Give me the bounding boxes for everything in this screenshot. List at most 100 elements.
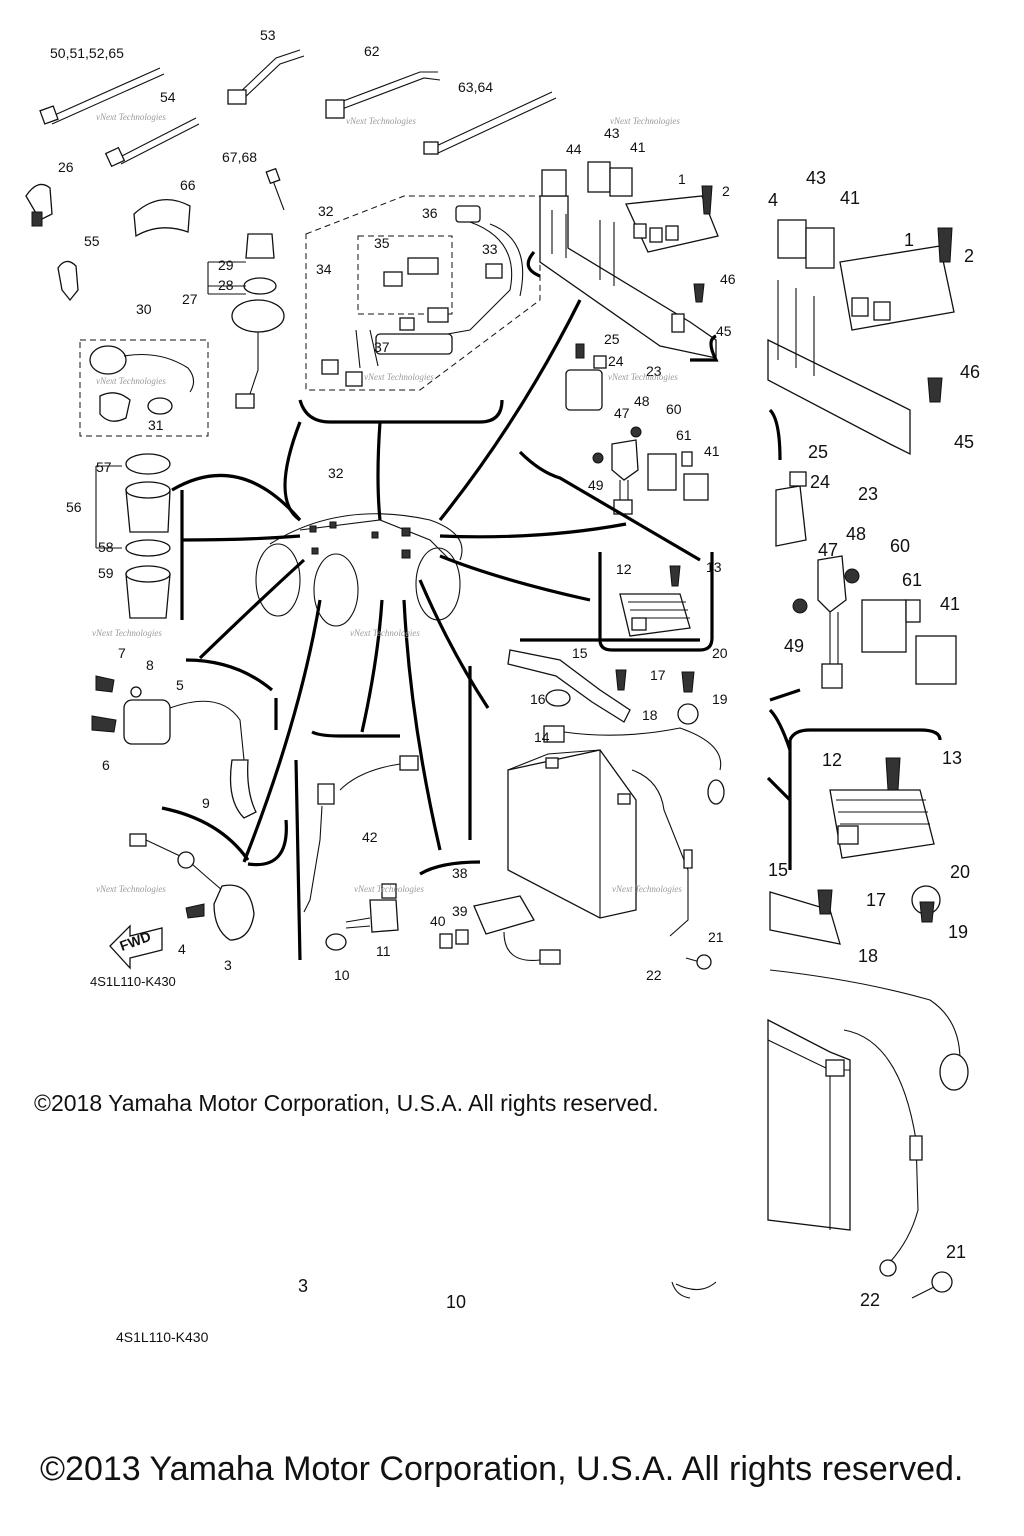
battery-14 (507, 749, 637, 919)
relay-41-top (609, 167, 633, 197)
callout-46: 46 (720, 271, 736, 287)
callout-16: 16 (530, 691, 546, 707)
relay-43 (587, 161, 611, 193)
zoom-callout-47: 47 (818, 540, 838, 560)
callout-5: 5 (176, 677, 184, 693)
watermark: vNext Technologies (96, 884, 166, 894)
battery-band-15 (507, 649, 631, 723)
fuse-holder-38 (439, 895, 561, 965)
main-switch-27 (207, 233, 285, 409)
callout-28: 28 (218, 277, 234, 293)
relay-47 (592, 426, 642, 515)
callout-44: 44 (566, 141, 582, 157)
watermark: vNext Technologies (610, 116, 680, 126)
callout-30: 30 (136, 301, 152, 317)
callout-13: 13 (706, 559, 722, 575)
callout-50: 50,51,52,65 (50, 45, 124, 61)
watermark: vNext Technologies (96, 112, 166, 122)
drawing-code-repeat: 4S1L110-K430 (116, 1329, 209, 1345)
callout-47: 47 (614, 405, 630, 421)
callout-38: 38 (452, 865, 468, 881)
callout-27: 27 (182, 291, 198, 307)
leader-spokes (171, 299, 627, 863)
cable-tie-63 (423, 91, 557, 155)
callout-36: 36 (422, 205, 438, 221)
zoom-callout-18: 18 (858, 946, 878, 966)
copyright-inner: ©2018 Yamaha Motor Corporation, U.S.A. A… (34, 1090, 659, 1116)
zoom-callout-13: 13 (942, 748, 962, 768)
zoom-callout-10: 10 (446, 1292, 466, 1312)
callout-8: 8 (146, 657, 154, 673)
watermark: vNext Technologies (612, 884, 682, 894)
callout-10: 10 (334, 967, 350, 983)
ignition-coil-5 (91, 675, 257, 819)
callout-12: 12 (616, 561, 632, 577)
callout-6: 6 (102, 757, 110, 773)
callout-40: 40 (430, 913, 446, 929)
watermark: vNext Technologies (346, 116, 416, 126)
callout-31: 31 (148, 417, 164, 433)
callout-33: 33 (482, 241, 498, 257)
zoom-callout-12: 12 (822, 750, 842, 770)
zoom-callout-25: 25 (808, 442, 828, 462)
clip-55 (57, 260, 79, 302)
callout-48: 48 (634, 393, 650, 409)
callout-62: 62 (364, 43, 380, 59)
callout-23: 23 (646, 363, 662, 379)
callout-41b: 41 (704, 443, 720, 459)
socket-56 (95, 453, 171, 619)
copyright-outer: ©2013 Yamaha Motor Corporation, U.S.A. A… (40, 1450, 964, 1488)
callout-32b: 32 (328, 465, 344, 481)
grommet-20 (681, 671, 695, 693)
zoom-callout-3: 3 (298, 1276, 308, 1296)
clamp-66 (133, 199, 191, 238)
neutral-switch-42 (303, 755, 419, 913)
watermark: vNext Technologies (364, 372, 434, 382)
callout-3: 3 (224, 957, 232, 973)
watermarks: vNext Technologies vNext Technologies vNex… (92, 112, 682, 894)
zoom-callout-21: 21 (946, 1242, 966, 1262)
callout-60: 60 (666, 401, 682, 417)
starter-relay-23 (565, 343, 607, 411)
callout-2: 2 (722, 183, 730, 199)
cap-16 (545, 689, 571, 707)
callout-53: 53 (260, 27, 276, 43)
bracket-45 (539, 195, 717, 359)
callout-14: 14 (534, 729, 550, 745)
key-67 (265, 167, 285, 211)
zoom-callout-17: 17 (866, 890, 886, 910)
zoom-callout-41b: 41 (940, 594, 960, 614)
zoom-callout-46: 46 (960, 362, 980, 382)
callout-45: 45 (716, 323, 732, 339)
clamp-26 (25, 183, 53, 227)
watermark: vNext Technologies (608, 372, 678, 382)
zoom-detail (671, 219, 969, 1299)
callout-66: 66 (180, 177, 196, 193)
callout-18: 18 (642, 707, 658, 723)
zoom-callout-1: 1 (904, 230, 914, 250)
callout-17: 17 (650, 667, 666, 683)
rectifier-12 (619, 565, 691, 637)
relay-44 (541, 169, 567, 197)
callout-42: 42 (362, 829, 378, 845)
callout-34: 34 (316, 261, 332, 277)
group-box-32 (305, 195, 541, 391)
callout-41a: 41 (630, 139, 646, 155)
box-brackets (161, 250, 719, 961)
callout-26: 26 (58, 159, 74, 175)
zoom-callout-15: 15 (768, 860, 788, 880)
callout-55: 55 (84, 233, 100, 249)
cable-tie-53 (227, 49, 305, 105)
callout-43: 43 (604, 125, 620, 141)
watermark: vNext Technologies (96, 376, 166, 386)
zoom-callout-45: 45 (954, 432, 974, 452)
cable-tie-62 (325, 71, 441, 119)
callout-20: 20 (712, 645, 728, 661)
callout-35: 35 (374, 235, 390, 251)
vehicle-body-outline (255, 513, 463, 627)
bolt-46 (693, 283, 705, 303)
callout-24: 24 (608, 353, 624, 369)
